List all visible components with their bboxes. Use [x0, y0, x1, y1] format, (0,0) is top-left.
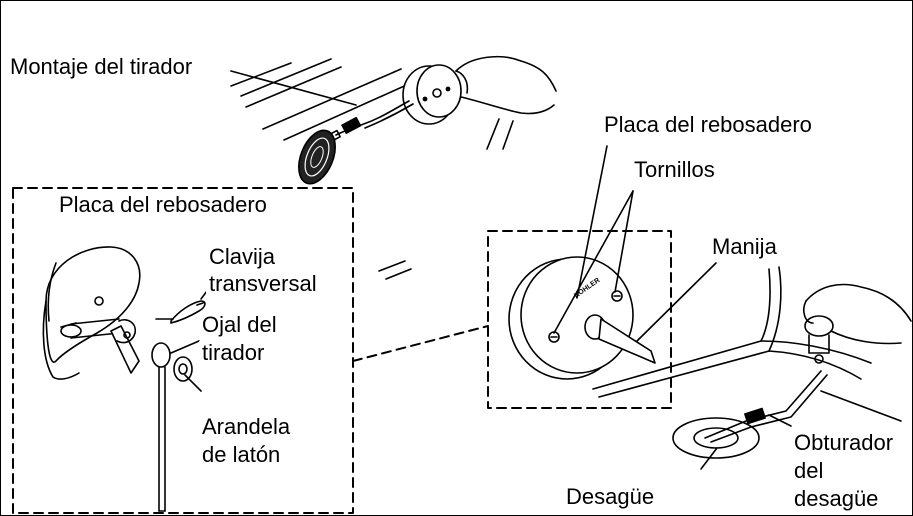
detail-connector-line [352, 325, 489, 362]
tub-wall-lines-top [230, 58, 412, 141]
label-clavija: Clavija [206, 245, 279, 269]
overflow-plate-front [508, 145, 717, 380]
label-arandela: Arandela [199, 415, 294, 439]
label-placa-rebosadero-box: Placa del rebosadero [56, 193, 270, 217]
detail-box-right [487, 230, 672, 409]
label-de-laton: de latón [199, 443, 284, 467]
label-ojal: Ojal del [199, 313, 280, 337]
label-placa-rebosadero-right: Placa del rebosadero [601, 113, 815, 137]
label-transversal: transversal [206, 272, 320, 296]
overflow-plate-detail [42, 246, 208, 512]
tub-corner-illustration [592, 266, 902, 422]
drain-stopper-illustration [672, 283, 912, 470]
label-obturador: Obturador [791, 431, 897, 455]
label-montaje-tirador: Montaje del tirador [7, 55, 196, 79]
pull-assembly-illustration [230, 55, 557, 185]
label-desague: Desagüe [563, 485, 658, 509]
label-tirador: tirador [199, 341, 268, 365]
label-del: del [791, 459, 827, 483]
label-desague-obturador: desagüe [791, 487, 882, 511]
label-manija: Manija [709, 235, 780, 259]
detail-box-left [12, 187, 354, 514]
label-tornillos: Tornillos [631, 158, 718, 182]
